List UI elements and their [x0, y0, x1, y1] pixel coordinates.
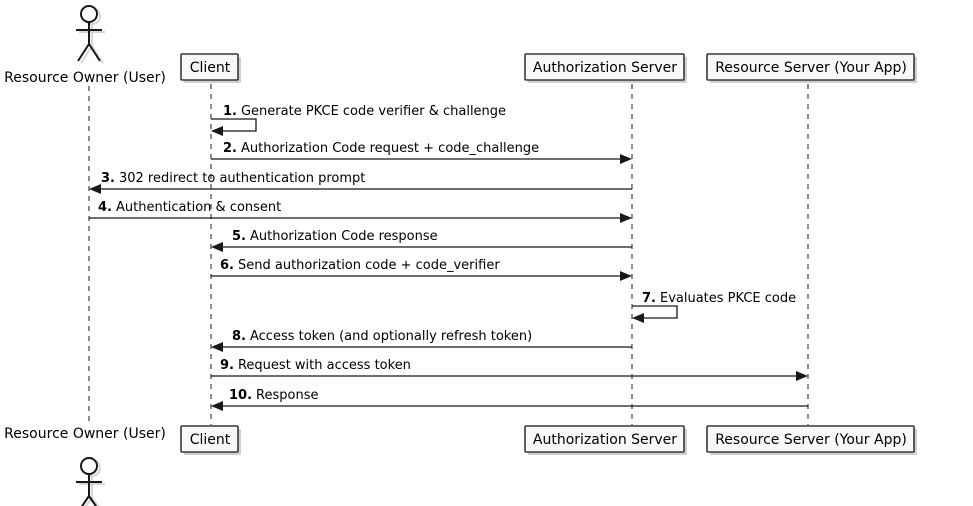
- message-7-self-loop: [632, 305, 678, 319]
- message-3[interactable]: 3. 302 redirect to authentication prompt: [89, 171, 632, 194]
- actor-leg-right-icon-bottom: [88, 495, 98, 506]
- participant-label-authserver-bottom: Authorization Server: [533, 432, 677, 448]
- message-9-text: Request with access token: [238, 358, 411, 373]
- actor-leg-left-icon: [77, 43, 90, 62]
- participant-box-client-top[interactable]: [180, 53, 239, 81]
- participant-label-resserver-bottom: Resource Server (Your App): [715, 432, 907, 448]
- message-3-number: 3.: [101, 171, 115, 186]
- message-9-label: 9. Request with access token: [220, 358, 411, 373]
- message-2-text: Authorization Code request + code_challe…: [241, 141, 539, 156]
- message-6-text: Send authorization code + code_verifier: [238, 258, 500, 273]
- actor-bottom: Resource Owner (User): [4, 426, 166, 506]
- participant-label-authserver-top: Authorization Server: [533, 60, 677, 76]
- participant-label-client-top: Client: [190, 60, 231, 76]
- participant-box-authserver-top[interactable]: [524, 53, 685, 81]
- message-2-number: 2.: [223, 141, 237, 156]
- message-7-number: 7.: [642, 291, 656, 306]
- participant-box-client-bottom[interactable]: [180, 425, 239, 453]
- message-10-text: Response: [256, 388, 318, 403]
- actor-head-icon-bottom: [80, 457, 98, 475]
- message-10[interactable]: 10. Response: [211, 388, 808, 411]
- message-6[interactable]: 6. Send authorization code + code_verifie…: [211, 258, 632, 281]
- message-1-label: 1. Generate PKCE code verifier & challeng…: [223, 104, 506, 119]
- message-1-text: Generate PKCE code verifier & challenge: [241, 104, 506, 119]
- message-8[interactable]: 8. Access token (and optionally refresh t…: [211, 329, 632, 352]
- message-5-number: 5.: [232, 229, 246, 244]
- actor-shadow-bottom: [79, 459, 105, 506]
- message-9-number: 9.: [220, 358, 234, 373]
- message-4-text: Authentication & consent: [116, 200, 281, 215]
- message-4-arrowhead: [620, 213, 632, 223]
- message-7-label: 7. Evaluates PKCE code: [642, 291, 796, 306]
- message-3-label: 3. 302 redirect to authentication prompt: [101, 171, 365, 186]
- participant-boxes-bottom: Client Authorization Server Resource Ser…: [180, 425, 917, 455]
- message-7[interactable]: 7. Evaluates PKCE code: [632, 291, 796, 323]
- message-1-arrowhead: [211, 126, 223, 136]
- actor-head-icon: [80, 5, 98, 23]
- message-6-label: 6. Send authorization code + code_verifie…: [220, 258, 500, 273]
- message-8-text: Access token (and optionally refresh tok…: [250, 329, 532, 344]
- message-4-number: 4.: [98, 200, 112, 215]
- message-10-label: 10. Response: [229, 388, 318, 403]
- message-10-arrowhead: [211, 401, 223, 411]
- message-5-arrowhead: [211, 242, 223, 252]
- message-2[interactable]: 2. Authorization Code request + code_chal…: [211, 141, 632, 164]
- participant-box-resserver-bottom[interactable]: [706, 425, 915, 453]
- message-5-label: 5. Authorization Code response: [232, 229, 438, 244]
- participant-label-client-bottom: Client: [190, 432, 231, 448]
- actor-leg-left-icon-bottom: [80, 495, 90, 506]
- message-8-label: 8. Access token (and optionally refresh t…: [232, 329, 532, 344]
- message-9-arrowhead: [796, 371, 808, 381]
- message-6-number: 6.: [220, 258, 234, 273]
- message-6-arrowhead: [620, 271, 632, 281]
- message-8-arrowhead: [211, 342, 223, 352]
- message-1-number: 1.: [223, 104, 237, 119]
- participant-boxes-top: Client Authorization Server Resource Ser…: [180, 53, 917, 83]
- message-9[interactable]: 9. Request with access token: [211, 358, 808, 381]
- message-1-self-loop: [211, 118, 257, 132]
- actor-label-top: Resource Owner (User): [4, 70, 166, 86]
- message-10-number: 10.: [229, 388, 252, 403]
- participant-label-resserver-top: Resource Server (Your App): [715, 60, 907, 76]
- actor-label-bottom: Resource Owner (User): [4, 426, 166, 442]
- message-7-text: Evaluates PKCE code: [660, 291, 796, 306]
- message-3-arrowhead: [89, 184, 101, 194]
- message-5-text: Authorization Code response: [250, 229, 438, 244]
- message-7-arrowhead: [632, 313, 644, 323]
- message-3-text: 302 redirect to authentication prompt: [119, 171, 365, 186]
- lifelines: [88, 84, 809, 425]
- message-5[interactable]: 5. Authorization Code response: [211, 229, 632, 252]
- actor-leg-right-icon: [88, 43, 101, 62]
- actor-top: Resource Owner (User): [4, 5, 166, 86]
- participant-box-resserver-top[interactable]: [706, 53, 915, 81]
- message-2-label: 2. Authorization Code request + code_chal…: [223, 141, 539, 156]
- message-8-number: 8.: [232, 329, 246, 344]
- message-1[interactable]: 1. Generate PKCE code verifier & challeng…: [211, 104, 506, 136]
- participant-box-authserver-bottom[interactable]: [524, 425, 685, 453]
- message-4[interactable]: 4. Authentication & consent: [89, 200, 632, 223]
- message-4-label: 4. Authentication & consent: [98, 200, 281, 215]
- message-2-arrowhead: [620, 154, 632, 164]
